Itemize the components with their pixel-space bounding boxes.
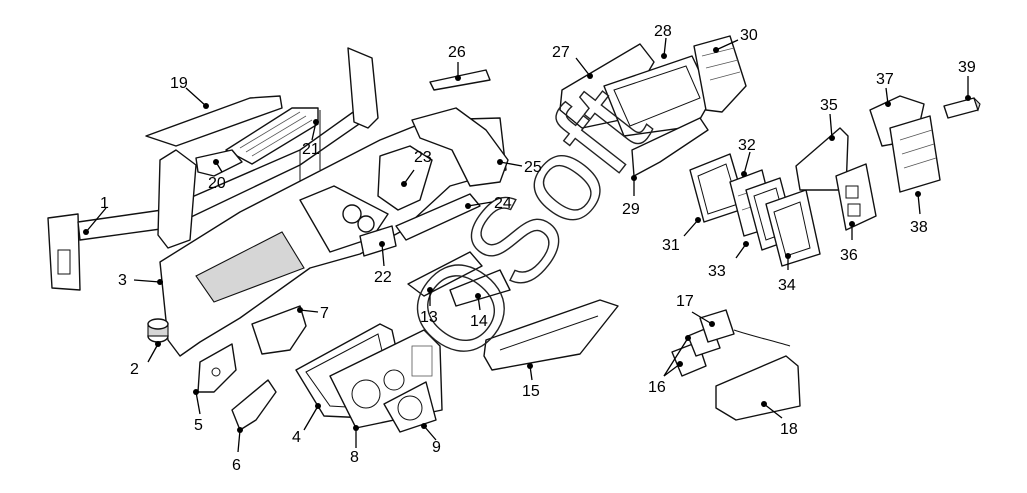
callout-31: 31 xyxy=(662,237,680,254)
callout-24: 24 xyxy=(494,195,512,212)
part-17-switch-module xyxy=(699,309,791,347)
part-28-glovebox xyxy=(603,55,713,137)
callout-7: 7 xyxy=(320,305,329,322)
part-23-center-bezel xyxy=(377,145,433,211)
callout-leaders xyxy=(83,37,971,453)
part-39-connector xyxy=(943,97,981,119)
callout-36: 36 xyxy=(840,247,858,264)
callout-26: 26 xyxy=(448,44,466,61)
callout-labels: 1 2 3 4 5 6 7 8 9 13 14 15 16 17 18 19 2… xyxy=(100,23,976,474)
callout-17: 17 xyxy=(676,293,694,310)
callout-9: 9 xyxy=(432,439,441,456)
part-1-support-frame xyxy=(47,47,379,291)
part-29-trim xyxy=(631,117,709,177)
part-38-housing xyxy=(889,115,941,193)
callout-29: 29 xyxy=(622,201,640,218)
callout-8: 8 xyxy=(350,449,359,466)
part-30-grille xyxy=(693,35,747,113)
part-9-gauge xyxy=(383,381,437,433)
callout-28: 28 xyxy=(654,23,672,40)
callout-27: 27 xyxy=(552,44,570,61)
callout-38: 38 xyxy=(910,219,928,236)
part-7-panel xyxy=(251,305,307,355)
part-34-bezel xyxy=(765,189,821,267)
callout-33: 33 xyxy=(708,263,726,280)
callout-5: 5 xyxy=(194,417,203,434)
part-22-vent-bezel xyxy=(359,225,397,257)
part-25-side-cover xyxy=(411,107,509,187)
part-2-knob xyxy=(147,318,169,343)
callout-34: 34 xyxy=(778,277,796,294)
callout-23: 23 xyxy=(414,149,432,166)
callout-3: 3 xyxy=(118,272,127,289)
part-14-knee-trim xyxy=(449,269,511,307)
callout-14: 14 xyxy=(470,313,488,330)
part-6-bracket xyxy=(231,379,277,431)
part-5-bracket xyxy=(197,343,237,393)
callout-37: 37 xyxy=(876,71,894,88)
callout-16: 16 xyxy=(648,379,666,396)
callout-13: 13 xyxy=(420,309,438,326)
callout-21: 21 xyxy=(302,141,320,158)
callout-2: 2 xyxy=(130,361,139,378)
callout-35: 35 xyxy=(820,97,838,114)
part-20-duct xyxy=(195,149,243,177)
callout-20: 20 xyxy=(208,175,226,192)
callout-39: 39 xyxy=(958,59,976,76)
callout-6: 6 xyxy=(232,457,241,474)
part-13-lower-trim xyxy=(407,251,483,297)
callout-25: 25 xyxy=(524,159,542,176)
callout-32: 32 xyxy=(738,137,756,154)
callout-22: 22 xyxy=(374,269,392,286)
part-36-switch-panel xyxy=(835,163,877,231)
part-15-duct xyxy=(483,299,619,371)
callout-4: 4 xyxy=(292,429,301,446)
callout-30: 30 xyxy=(740,27,758,44)
part-19-top-cover xyxy=(145,95,283,147)
callout-15: 15 xyxy=(522,383,540,400)
part-24-trim-strip xyxy=(395,193,481,241)
part-21-defroster-grille xyxy=(225,107,319,165)
callout-1: 1 xyxy=(100,195,109,212)
callout-18: 18 xyxy=(780,421,798,438)
part-35-side-bracket xyxy=(795,127,849,191)
part-18-storage-tray xyxy=(715,355,801,421)
callout-19: 19 xyxy=(170,75,188,92)
